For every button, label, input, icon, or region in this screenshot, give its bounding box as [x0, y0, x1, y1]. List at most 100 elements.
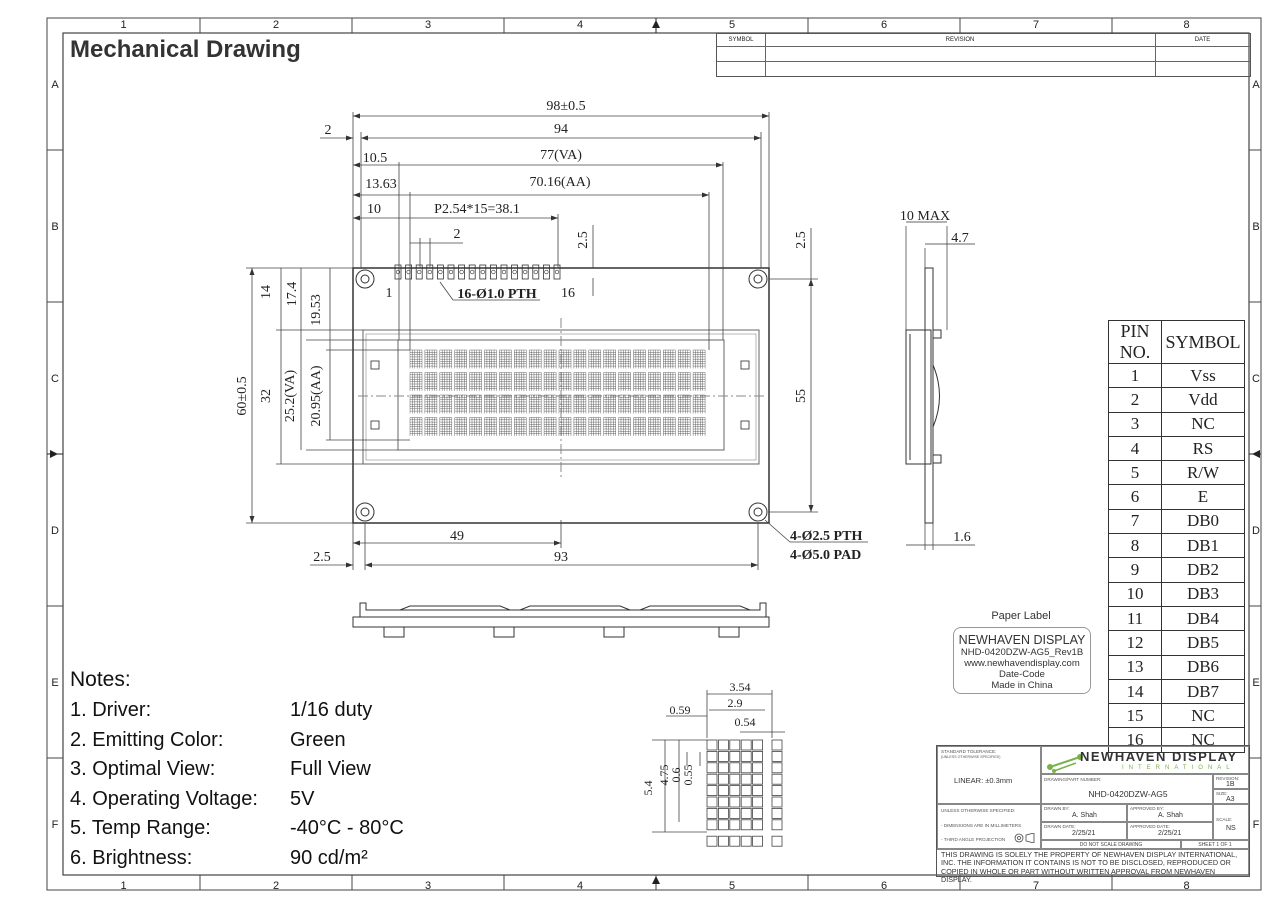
side-pcb-thickness: 1.6: [953, 530, 971, 545]
detail-dot: [752, 819, 763, 831]
dot-width: 0.54: [735, 715, 756, 729]
detail-dot: [752, 808, 763, 819]
rev-revision-header: REVISION: [765, 34, 1156, 47]
grid-column-label: 1: [120, 19, 126, 31]
dim-bezel-top: 14: [259, 285, 274, 299]
char-width: 2.9: [728, 696, 743, 710]
detail-dot: [740, 739, 752, 751]
dim-va-top: 17.4: [285, 282, 300, 307]
char-pitch-h: 5.4: [641, 781, 655, 796]
note-value: 5V: [290, 787, 315, 810]
dim-overall-width: 98±0.5: [546, 99, 585, 114]
pin-symbol: DB4: [1161, 605, 1245, 632]
pin-symbol: NC: [1161, 411, 1245, 437]
pin-symbol: DB7: [1161, 678, 1245, 705]
detail-dot: [729, 796, 741, 808]
revision-value: 1B: [1226, 781, 1235, 788]
detail-dot: [752, 739, 763, 751]
newhaven-logo-icon: [1047, 754, 1083, 773]
detail-dot: [729, 819, 741, 831]
pin-symbol: Vss: [1161, 362, 1245, 389]
pin-pad: [468, 264, 476, 280]
detail-dot: [729, 751, 741, 762]
pin-symbol: DB0: [1161, 508, 1245, 535]
scale-value: NS: [1226, 825, 1236, 832]
pin-symbol: DB2: [1161, 557, 1245, 583]
grid-row-label: D: [51, 525, 59, 537]
title-block: STANDARD TOLERANCE: (UNLESS OTHERWISE SP…: [936, 745, 1250, 884]
detail-dot: [718, 762, 729, 774]
cursor-dot: [771, 835, 783, 847]
detail-dot: [729, 785, 741, 796]
detail-dot: [771, 751, 783, 762]
dim-pin-offset: 10: [367, 202, 381, 217]
dim-va-width: 77(VA): [540, 148, 582, 163]
grid-column-label: 3: [425, 880, 431, 892]
grid-row-label: C: [51, 373, 59, 385]
note-value: 1/16 duty: [290, 699, 373, 721]
pin-hole: [491, 269, 496, 275]
pin-hole: [523, 269, 528, 275]
pin-number: 13: [1108, 654, 1162, 680]
pin-pad: [394, 264, 402, 280]
grid-column-label: 6: [881, 880, 887, 892]
scale-header: SCALE:: [1216, 817, 1233, 822]
detail-dot: [771, 739, 783, 751]
grid-column-label: 7: [1033, 880, 1039, 892]
grid-row-label: B: [1252, 221, 1259, 233]
grid-row-label: C: [1252, 373, 1260, 385]
grid-column-label: 2: [273, 880, 279, 892]
cursor-dot: [718, 835, 729, 847]
dim-va-height: 25.2(VA): [283, 370, 298, 423]
pin-pad: [415, 264, 423, 280]
brand-name: NEWHAVEN DISPLAY: [1080, 749, 1238, 764]
character-detail: [652, 690, 785, 847]
note-value: Full View: [290, 758, 371, 781]
detail-dot: [706, 819, 718, 831]
paper-label: NEWHAVEN DISPLAY NHD-0420DZW-AG5_Rev1B w…: [953, 627, 1091, 694]
size-value: A3: [1226, 796, 1235, 803]
drawn-date: 2/25/21: [1072, 830, 1096, 837]
detail-dot: [740, 773, 752, 785]
grid-column-label: 5: [729, 880, 735, 892]
detail-dot: [729, 808, 741, 819]
char-gap-left: 0.59: [670, 703, 691, 717]
pin-pad: [521, 264, 529, 280]
dim-edge-offset: 2: [325, 123, 332, 138]
sheet-number: SHEET 1 OF 1: [1198, 842, 1232, 848]
grid-column-label: 2: [273, 19, 279, 31]
grid-column-label: 6: [881, 19, 887, 31]
detail-dot: [771, 808, 783, 819]
dim-aa-offset: 13.63: [365, 177, 397, 192]
grid-column-label: 7: [1033, 19, 1039, 31]
note-item: 2. Emitting Color:Green: [70, 726, 404, 756]
dim-aa-top: 19.53: [309, 294, 324, 326]
pin-pad: [405, 264, 413, 280]
note-key: 3. Optimal View:: [70, 758, 216, 781]
part-number: NHD-0420DZW-AG5: [1088, 789, 1168, 799]
pin-number: 2: [1108, 387, 1162, 413]
pin-hole: [438, 269, 443, 275]
pin-hole: [417, 269, 422, 275]
cursor-dot: [706, 835, 718, 847]
front-view: [352, 264, 770, 524]
pin-pad: [479, 264, 487, 280]
pin-hole: [533, 269, 538, 275]
pin-number: 6: [1108, 484, 1162, 510]
dot-height: 0.55: [681, 765, 695, 786]
pin-hole-callout: 16-Ø1.0 PTH: [457, 287, 536, 302]
dim-bezel-height: 32: [259, 389, 274, 403]
detail-dot: [752, 773, 763, 785]
grid-row-label: F: [1253, 819, 1260, 831]
pin-pad: [500, 264, 508, 280]
detail-dot: [718, 739, 729, 751]
pin-pad: [543, 264, 550, 280]
grid-column-label: 5: [729, 19, 735, 31]
pin-pad: [436, 264, 444, 280]
brand-intl: INTERNATIONAL: [1122, 765, 1235, 771]
